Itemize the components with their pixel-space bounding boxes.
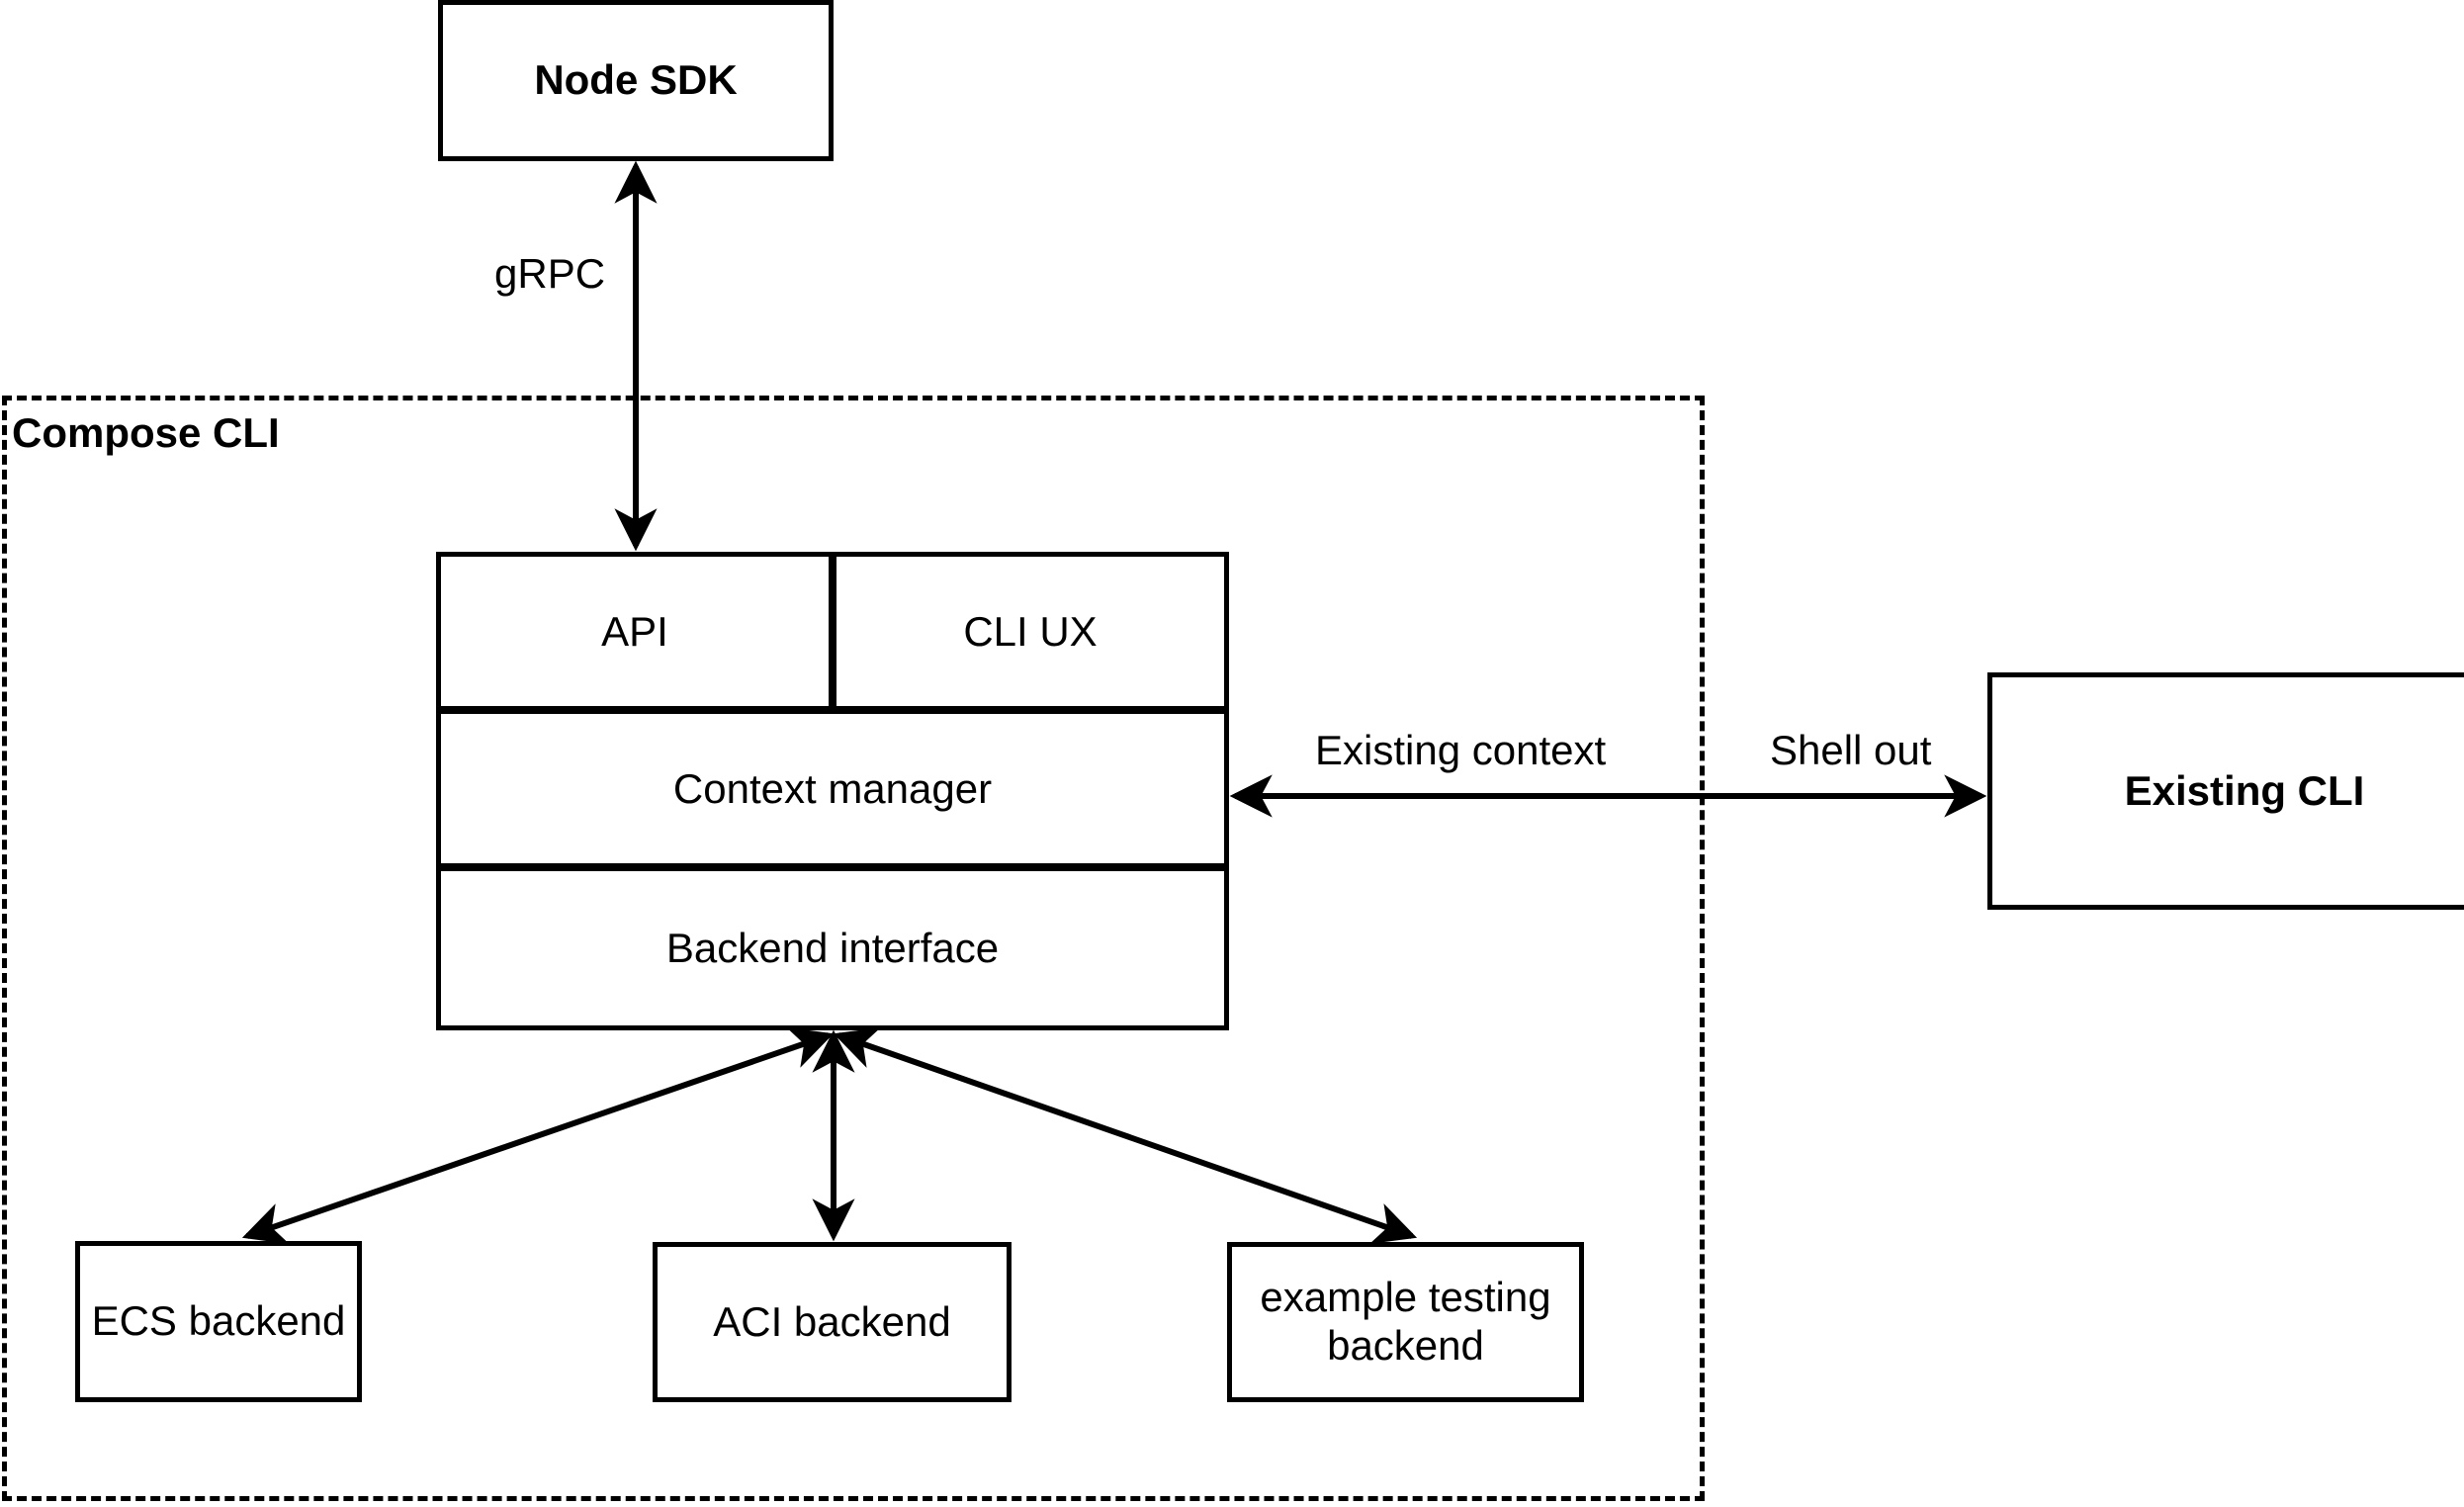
edge-label-shell-out: Shell out: [1770, 727, 1932, 773]
cli-ux-box: CLI UX: [832, 552, 1229, 711]
example-testing-backend-box: example testing backend: [1227, 1242, 1584, 1402]
edge-label-existing-context: Existing context: [1315, 727, 1607, 773]
edge-label-grpc: gRPC: [494, 250, 606, 297]
compose-cli-group-boundary: [2, 396, 1705, 1501]
compose-cli-group-label: Compose CLI: [12, 409, 280, 456]
node-sdk-box: Node SDK: [438, 0, 834, 161]
existing-cli-box: Existing CLI: [1987, 672, 2464, 910]
api-box: API: [436, 552, 834, 711]
context-manager-box: Context manager: [436, 709, 1229, 868]
ecs-backend-box: ECS backend: [75, 1241, 362, 1402]
compose-cli-stack: API CLI UX Context manager Backend inter…: [436, 552, 1229, 1030]
aci-backend-box: ACI backend: [653, 1242, 1012, 1402]
backend-interface-box: Backend interface: [436, 866, 1229, 1030]
